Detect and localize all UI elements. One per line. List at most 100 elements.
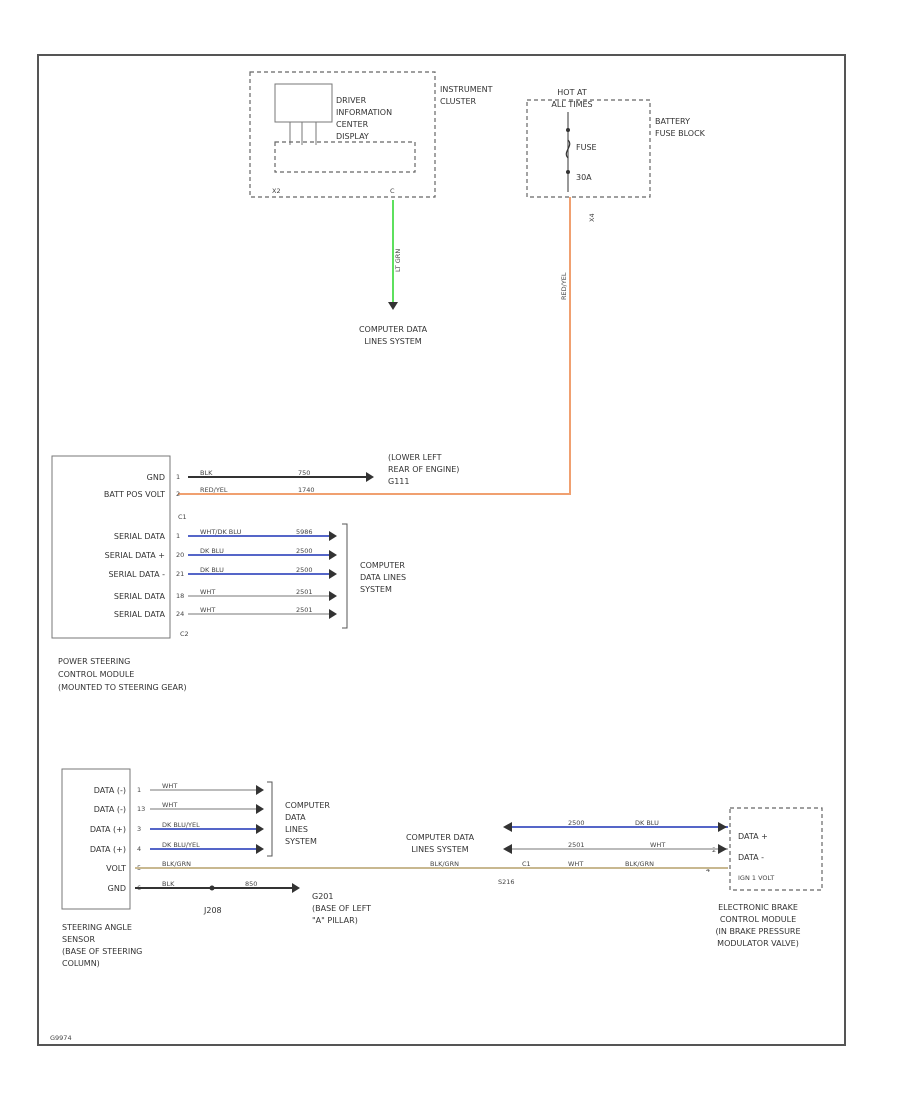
dic-label-2: INFORMATION [336,108,392,117]
sas-title-2: SENSOR [62,935,95,944]
pscm-wire-arrow [329,550,337,560]
sas-wire-color: WHT [162,801,177,809]
pscm-wire-color: DK BLU [200,547,224,555]
sas-wire-arrow [256,804,264,814]
sas-pin-number: 13 [137,805,145,813]
pscm-wire-arrow [329,531,337,541]
diagram-frame [37,54,846,1046]
ebcm-row3-splice: S216 [498,878,515,886]
sas-wire-color: DK BLU/YEL [162,821,200,829]
pscm-wire-color: WHT [200,588,215,596]
sas-wire-arrow [256,785,264,795]
pscm-wire-arrow [329,609,337,619]
pscm-wire-color: DK BLU [200,566,224,574]
ebcm-pin-2: DATA - [738,853,764,862]
ebcm-row3-connector: C1 [522,860,531,868]
green-dest-2: LINES SYSTEM [364,337,421,346]
pscm-pin-number: 20 [176,551,184,559]
sas-wire-arrow [256,844,264,854]
sas-pin-label: DATA (+) [90,825,126,834]
fuse-block-outline [526,99,651,198]
pscm-wire-circuit: 2500 [296,566,313,574]
ebcm-row3-color-left: BLK/GRN [430,860,459,868]
pscm-wire-color: RED/YEL [200,486,228,494]
pscm-pin-label: GND [147,473,165,482]
pscm-pin-number: 1 [176,532,180,540]
hot-at-label-2: ALL TIMES [551,100,592,109]
cluster-connector-label: X2 [272,187,281,195]
pscm-wire-color: BLK [200,469,213,477]
pscm-connector-c2: C2 [180,630,189,638]
sas-pin-number: 3 [137,825,141,833]
hot-at-label-1: HOT AT [557,88,587,97]
sas-wire-color: BLK/GRN [162,860,191,868]
dic-module-box [274,141,416,173]
sas-wire-arrow [256,824,264,834]
pscm-pin-number: 21 [176,570,184,578]
ebcm-pin-1: DATA + [738,832,768,841]
instrument-cluster: DRIVER INFORMATION CENTER DISPLAY INSTRUMEN… [249,71,493,198]
pscm-title-2: CONTROL MODULE [58,670,134,679]
pscm-wire-circuit: 2500 [296,547,313,555]
ebcm-data-dest-2: LINES SYSTEM [411,845,468,854]
ebcm-row1-circuit: 2500 [568,819,585,827]
instrument-cluster-title-1: INSTRUMENT [440,85,493,94]
ebcm-row3-color-right: BLK/GRN [625,860,654,868]
sas-wire-color: DK BLU/YEL [162,841,200,849]
fuse-rating: 30A [576,173,592,182]
ebcm-module: DATA + DATA - IGN 1 VOLT 1 2 4 ELECTRONI… [706,807,823,948]
sas-pin-number: 4 [137,845,141,853]
ebcm-title-4: MODULATOR VALVE) [717,939,799,948]
pscm-data-bracket [342,523,348,629]
dic-label-4: DISPLAY [336,132,369,141]
pscm-wire-circuit: 2501 [296,588,313,596]
fuse-block-title-2: FUSE BLOCK [655,129,706,138]
sas-pin-label: DATA (+) [90,845,126,854]
pscm-wire-arrow [366,472,374,482]
sas-pin-label: VOLT [106,864,126,873]
pscm-connector-c1: C1 [178,513,187,521]
ebcm-pin-num-3: 4 [706,866,710,874]
dic-label-1: DRIVER [336,96,367,105]
sas-module-box [61,768,131,910]
pscm-pin-label: SERIAL DATA [114,592,166,601]
pscm-wire-color: WHT/DK BLU [200,528,242,536]
sas-title-1: STEERING ANGLE [62,923,132,932]
battery-fuse-block: HOT AT ALL TIMES BATTERY FUSE BLOCK FUSE 3… [526,88,706,222]
steering-angle-sensor: STEERING ANGLE SENSOR (BASE OF STEERING … [61,768,142,968]
pscm-wire-circuit: 2501 [296,606,313,614]
sas-wire-color: BLK [162,880,175,888]
pscm-wire-circuit: 5986 [296,528,313,536]
dic-label-3: CENTER [336,120,369,129]
pscm-pin-label: SERIAL DATA [114,610,166,619]
pscm-wire-circuit: 1740 [298,486,315,494]
ebcm-row2-circuit: 2501 [568,841,585,849]
pscm-pin-label: SERIAL DATA [114,532,166,541]
fuse-connector-label: X4 [588,213,596,222]
ebcm-title-3: (IN BRAKE PRESSURE [715,927,800,936]
pscm-pin-number: 1 [176,473,180,481]
fuse-block-title-1: BATTERY [655,117,690,126]
ebcm-row1-color: DK BLU [635,819,659,827]
pscm-wire-arrow [329,591,337,601]
sas-wire-color: WHT [162,782,177,790]
pscm-module: POWER STEERING CONTROL MODULE (MOUNTED T… [51,455,189,692]
sas-pin-label: DATA (-) [94,805,126,814]
sas-pin-number: 1 [137,786,141,794]
sas-data-bracket [267,781,273,857]
fuse-label: FUSE [576,143,597,152]
sas-pin-label: DATA (-) [94,786,126,795]
ebcm-title-1: ELECTRONIC BRAKE [718,903,798,912]
dic-display-box [274,83,333,123]
sas-pin-label: GND [108,884,126,893]
pscm-pin-number: 2 [176,490,180,498]
